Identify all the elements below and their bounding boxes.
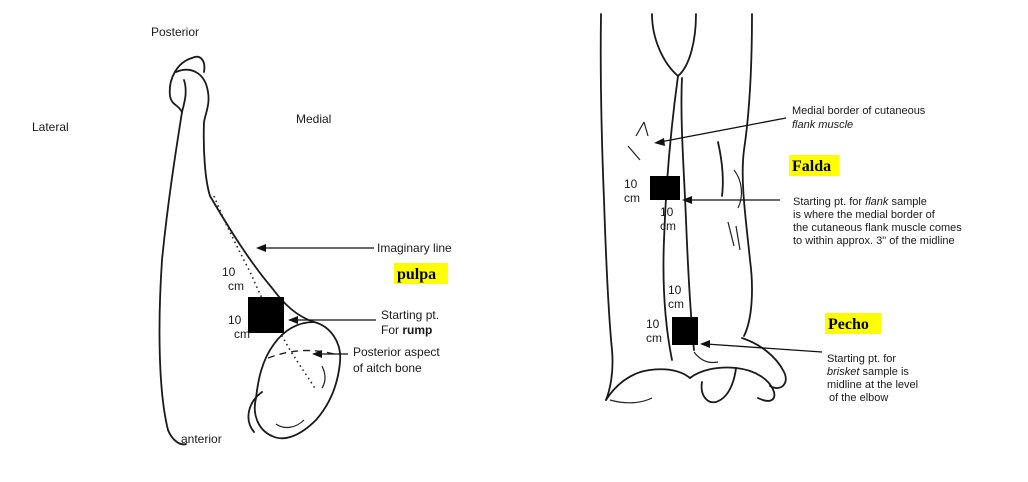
highlight-falda: Falda [792,158,831,175]
highlight-pecho: Pecho [828,316,869,333]
brisket-dim-a-num: 10 [668,283,682,297]
highlight-pulpa: pulpa [397,266,436,283]
right-panel-flank-brisket-diagram: Medial border of cutaneous flank muscle … [601,14,963,404]
flank-sample-block [650,176,680,200]
imaginary-line-arrowhead [256,244,266,252]
rump-dim-lower-unit: cm [234,327,250,341]
rump-start-line2: For rump [381,323,432,337]
rump-sample-block [248,297,284,333]
brisket-dim-b-unit: cm [646,331,662,345]
flank-start-line1: Starting pt. for flank sample [793,196,927,208]
label-posterior: Posterior [151,25,199,39]
aitch-line1: Posterior aspect [353,345,440,359]
flank-dim-b-num: 10 [660,205,674,219]
brisket-pointer-arrow [706,344,822,352]
brisket-start-line1: Starting pt. for [827,353,896,365]
brisket-start-italic: brisket [827,366,860,378]
flank-dim-b-unit: cm [660,219,676,233]
brisket-sample-block [672,317,698,345]
flank-pointer-arrowhead [682,196,692,204]
brisket-start-line3: midline at the level [827,379,918,391]
brisket-start-line4: of the elbow [829,392,888,404]
flank-start-italic: flank [865,196,889,208]
flank-start-line4: to within approx. 3" of the midline [793,235,955,247]
label-medial: Medial [296,112,331,126]
brisket-dim-a-unit: cm [668,297,684,311]
rump-start-prefix: For [381,323,402,337]
flank-start-prefix: Starting pt. for [793,196,865,208]
label-imaginary-line: Imaginary line [377,241,452,255]
rump-dim-upper-num: 10 [222,265,236,279]
medial-border-line2: flank muscle [792,119,853,131]
brisket-start-suffix: sample is [859,366,909,378]
rump-start-bold: rump [402,323,432,337]
medial-border-arrow [660,118,786,142]
medial-border-arrowhead [654,138,665,146]
rump-dim-upper-unit: cm [228,279,244,293]
medial-border-line1: Medial border of cutaneous [792,105,926,117]
brisket-dim-b-num: 10 [646,317,660,331]
rump-pointer-arrowhead [288,316,298,324]
aitch-line2: of aitch bone [353,361,422,375]
label-anterior: anterior [181,432,222,446]
label-lateral: Lateral [32,120,69,134]
rump-start-line1: Starting pt. [381,308,439,322]
flank-dim-a-num: 10 [624,177,638,191]
brisket-start-line2: brisket sample is [827,366,909,378]
brisket-pointer-arrowhead [700,340,710,348]
flank-start-line3: the cutaneous flank muscle comes [793,222,962,234]
flank-start-suffix: sample [888,196,927,208]
flank-dim-a-unit: cm [624,191,640,205]
left-panel-rump-diagram: Posterior Lateral Medial anterior Imagin… [32,25,452,446]
rump-dim-lower-num: 10 [228,313,242,327]
flank-start-line2: is where the medial border of [793,209,936,221]
